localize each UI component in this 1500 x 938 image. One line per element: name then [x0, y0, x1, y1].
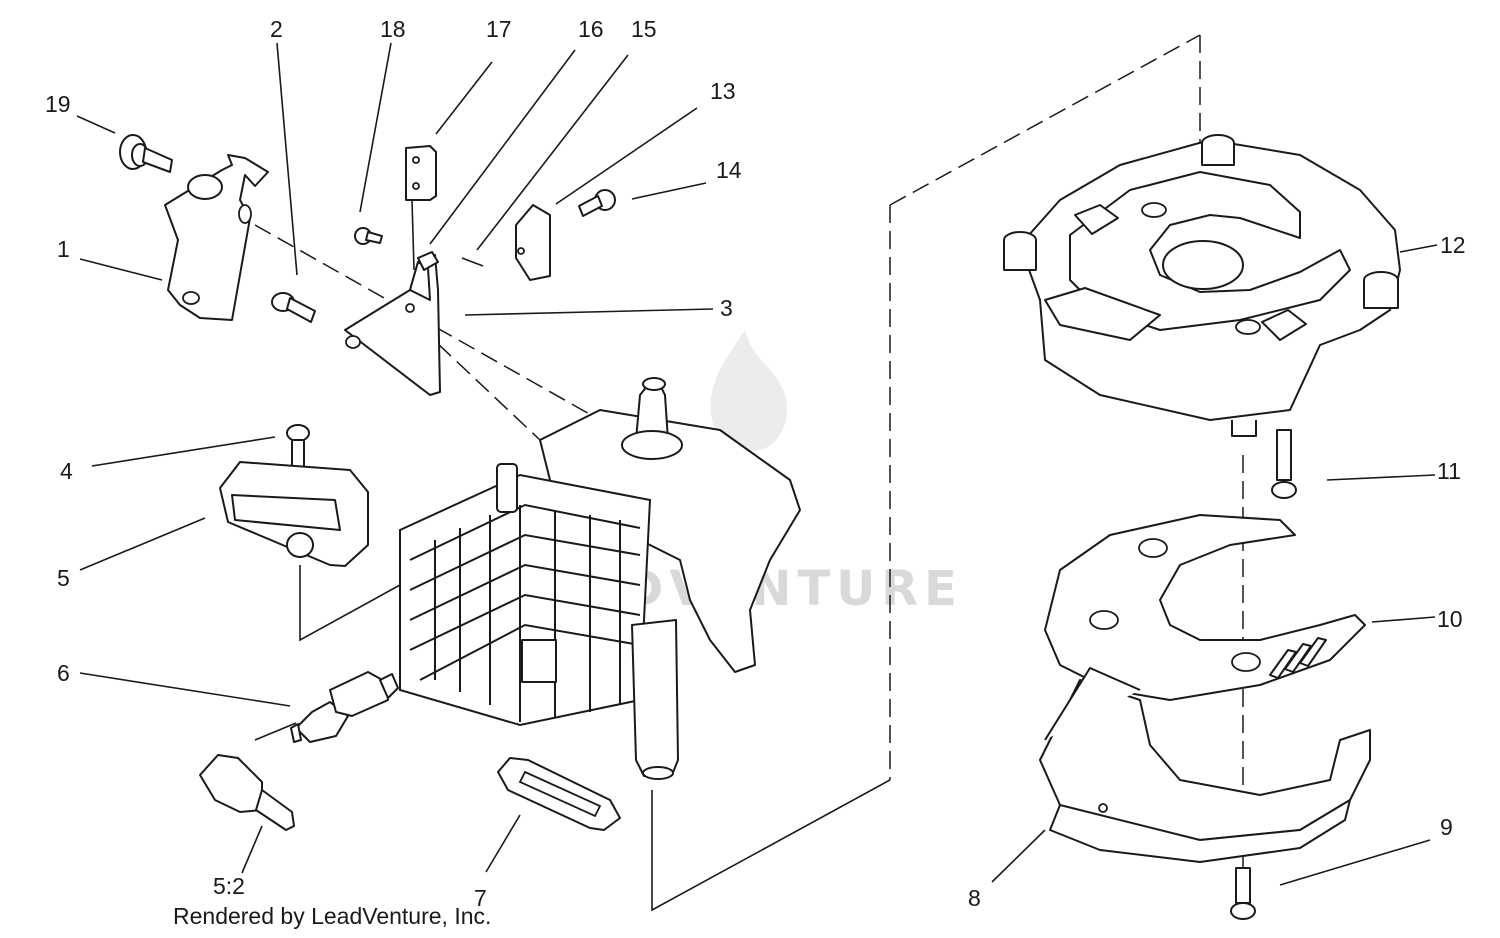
callout-3: 3 [720, 295, 733, 321]
part-18-screw [354, 227, 383, 245]
part-14-screw [578, 189, 616, 217]
part-17-clip [405, 145, 437, 271]
callout-8: 8 [968, 885, 981, 911]
callout-13: 13 [710, 78, 736, 104]
part-11-bolt [1271, 429, 1297, 499]
callout-9: 9 [1440, 814, 1453, 840]
callout-10: 10 [1437, 606, 1463, 632]
callout-11: 11 [1437, 458, 1461, 484]
part-12-housing [1003, 134, 1401, 437]
callout-5-2: 5:2 [213, 873, 245, 899]
callout-18: 18 [380, 16, 406, 42]
callout-17: 17 [486, 16, 512, 42]
part-9-bolt [1230, 867, 1256, 920]
part-13-pad [515, 204, 551, 281]
callout-5: 5 [57, 565, 70, 591]
callout-15: 15 [631, 16, 657, 42]
callout-19: 19 [45, 91, 71, 117]
part-1-bracket [164, 154, 269, 321]
callout-7: 7 [474, 885, 487, 911]
callout-16: 16 [578, 16, 604, 42]
callout-4: 4 [60, 458, 73, 484]
part-10-shield-plate [1044, 514, 1366, 701]
part-7-gasket [497, 757, 621, 831]
leader-lines [76, 42, 1438, 886]
callout-1: 1 [57, 236, 70, 262]
callout-6: 6 [57, 660, 70, 686]
part-2-screw [271, 292, 316, 323]
engine-block [399, 377, 801, 780]
part-15-pin [461, 257, 484, 267]
flame-icon [710, 330, 788, 452]
callout-2: 2 [270, 16, 283, 42]
render-credit: Rendered by LeadVenture, Inc. [173, 903, 491, 929]
part-6-spark-plug [290, 671, 399, 743]
callout-12: 12 [1440, 232, 1466, 258]
callouts: 19 1 2 18 17 16 15 13 14 3 4 5 6 5:2 7 8… [45, 16, 1466, 911]
part-5-ignition-module [219, 461, 369, 567]
part-3-plate [344, 251, 441, 396]
callout-14: 14 [716, 157, 742, 183]
part-5-2-plug-boot [199, 754, 295, 831]
part-8-muffler-shield [1039, 667, 1371, 863]
part-19-screw [119, 134, 173, 173]
